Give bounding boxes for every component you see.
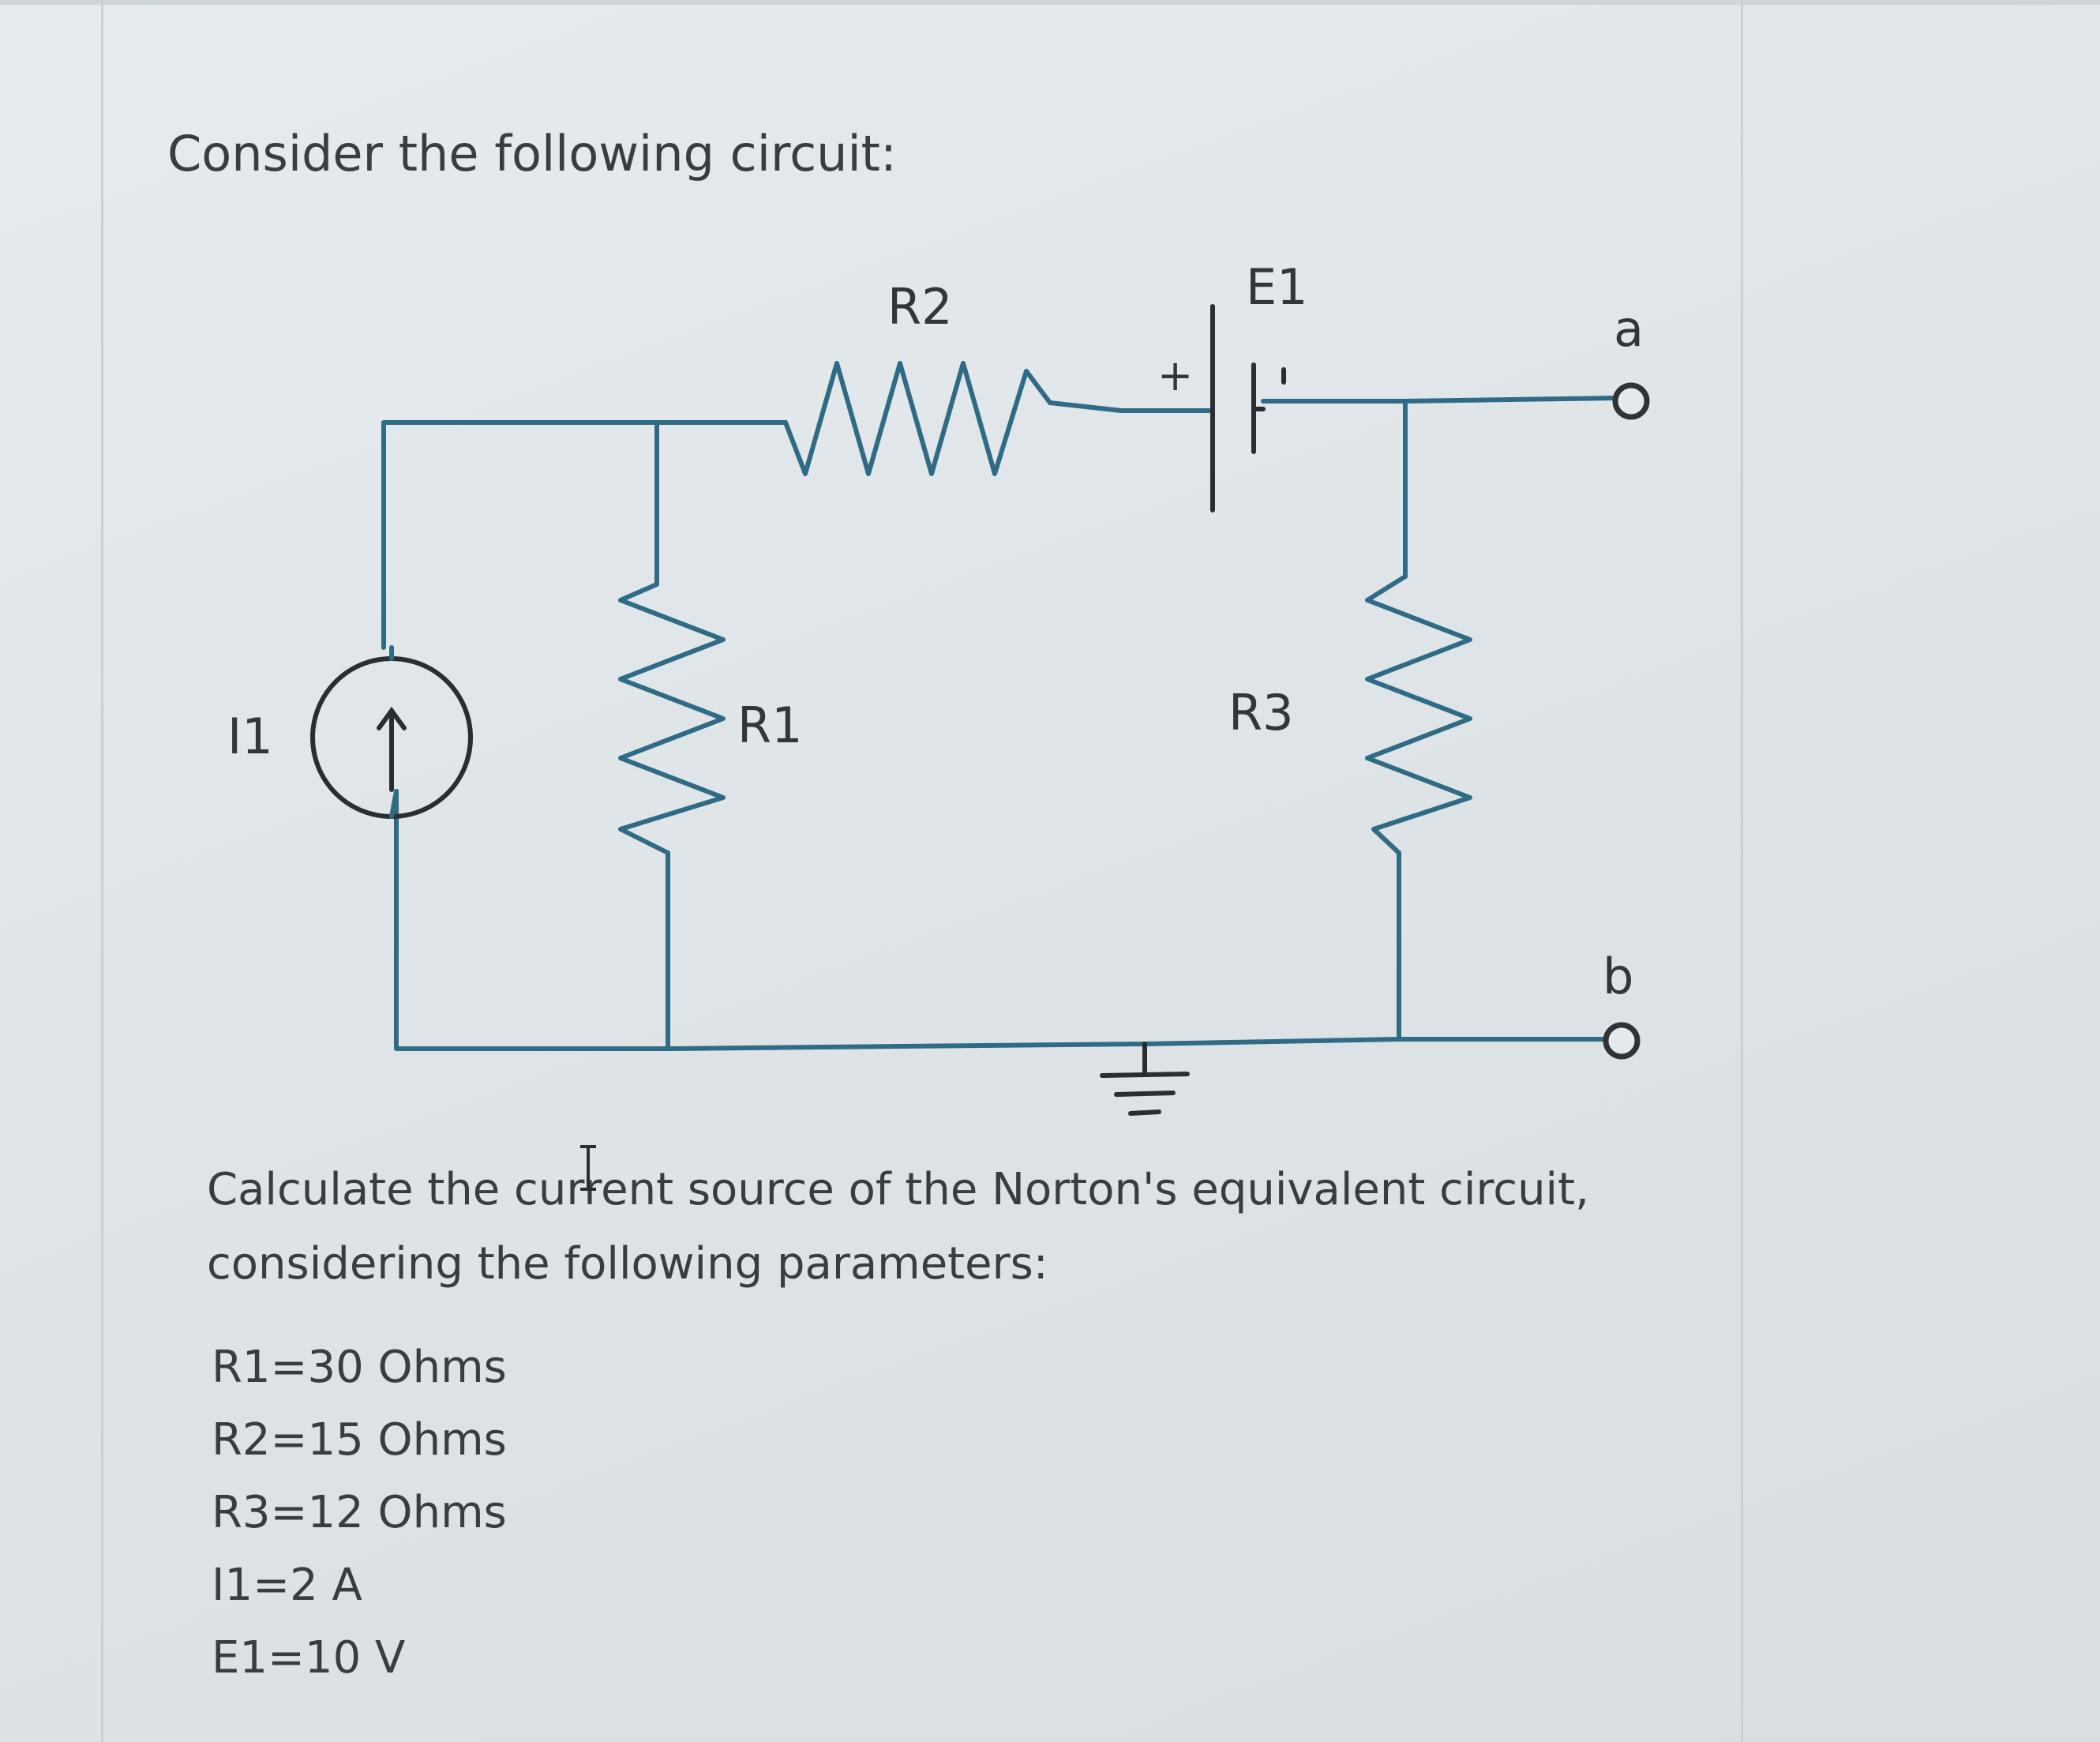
page-top-edge	[0, 0, 2100, 5]
wire-e1-to-a	[1261, 396, 1618, 404]
resistor-r2	[783, 361, 1052, 476]
label-i1: I1	[227, 708, 273, 765]
ground-symbol-icon	[1100, 1042, 1190, 1116]
resistor-r3	[1365, 574, 1472, 855]
terminal-a[interactable]	[1612, 382, 1650, 420]
wire-left-top	[381, 420, 659, 650]
question-intro: Consider the following circuit:	[167, 125, 897, 182]
label-terminal-a: a	[1614, 300, 1644, 358]
current-source-icon	[310, 645, 473, 819]
label-r2: R2	[887, 278, 953, 336]
label-r3: R3	[1228, 684, 1294, 741]
parameter-list: R1=30 Ohms R2=15 Ohms R3=12 Ohms I1=2 A …	[212, 1331, 507, 1695]
resistor-r1	[618, 582, 726, 855]
circuit-diagram: R2 E1 + a I1 R1 R3 b	[227, 258, 1650, 1116]
label-plus: +	[1157, 351, 1193, 400]
wire-bottom	[666, 1037, 1613, 1051]
wire-left-bottom	[394, 789, 670, 1051]
wire-r2-to-e1	[1048, 400, 1212, 413]
label-r1: R1	[737, 696, 803, 754]
parameter-item: R3=12 Ohms	[212, 1487, 507, 1538]
parameter-item: R2=15 Ohms	[212, 1414, 507, 1466]
label-e1: E1	[1246, 258, 1308, 316]
parameter-item: E1=10 V	[212, 1632, 406, 1684]
label-terminal-b: b	[1603, 948, 1633, 1005]
question-panel	[101, 0, 1743, 1742]
i-beam-cursor-icon	[580, 1145, 596, 1191]
terminal-b[interactable]	[1603, 1022, 1641, 1060]
parameter-item: I1=2 A	[212, 1560, 362, 1611]
question-body: Calculate the current source of the Nort…	[207, 1164, 1589, 1290]
parameter-item: R1=30 Ohms	[212, 1342, 507, 1393]
